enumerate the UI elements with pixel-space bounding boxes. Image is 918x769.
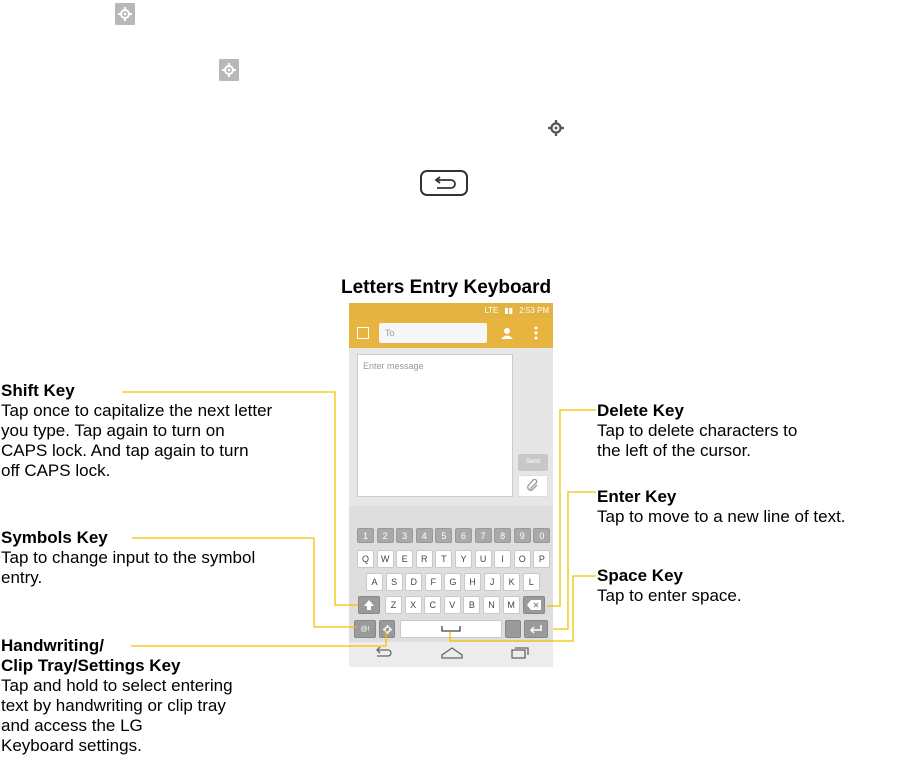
number-key[interactable]: 3 <box>396 528 414 543</box>
delete-leader <box>547 409 596 607</box>
punctuation-key[interactable] <box>505 620 521 638</box>
letter-key[interactable]: A <box>366 573 383 591</box>
delete-key[interactable] <box>523 596 545 614</box>
letter-key[interactable]: Y <box>455 550 472 568</box>
letter-key[interactable]: O <box>513 550 531 568</box>
attach-icon[interactable] <box>518 475 548 497</box>
shift-key-desc-4: off CAPS lock. <box>1 461 111 480</box>
letter-key[interactable]: U <box>474 550 492 568</box>
figure-title: Letters Entry Keyboard <box>341 277 552 298</box>
enter-key[interactable] <box>524 620 548 638</box>
symbols-key-desc-1: Tap to change input to the symbol <box>1 548 256 567</box>
settings-gear-icon <box>115 3 135 25</box>
handwriting-key-desc-1: Tap and hold to select entering <box>1 676 233 695</box>
letter-key[interactable]: K <box>503 573 521 591</box>
enter-key-desc-1: Tap to move to a new line of text. <box>597 507 846 526</box>
letter-key[interactable]: W <box>376 550 394 568</box>
settings-gear-icon <box>546 118 566 138</box>
space-key-title: Space Key <box>597 566 683 585</box>
number-key[interactable]: 4 <box>415 528 433 543</box>
shift-key-desc-1: Tap once to capitalize the next letter <box>1 401 273 420</box>
number-key[interactable]: 1 <box>357 528 374 543</box>
number-key[interactable]: 7 <box>474 528 492 543</box>
letter-key[interactable]: S <box>385 573 403 591</box>
letter-key[interactable]: P <box>533 550 551 568</box>
letter-key[interactable]: V <box>443 596 461 614</box>
letter-key[interactable]: D <box>405 573 423 591</box>
letter-key[interactable]: Z <box>385 596 402 614</box>
number-key[interactable]: 0 <box>533 528 551 543</box>
shift-key-callout: Shift Key Tap once to capitalize the nex… <box>1 381 272 481</box>
contact-icon[interactable] <box>501 326 513 339</box>
shift-key[interactable] <box>358 596 380 614</box>
letter-key[interactable]: T <box>435 550 453 568</box>
settings-gear-icon <box>219 59 239 81</box>
letter-key[interactable]: M <box>502 596 520 614</box>
shift-key-desc-2: you type. Tap again to turn on <box>1 421 225 440</box>
handwriting-key-desc-4: Keyboard settings. <box>1 736 142 755</box>
handwriting-key-desc-3: and access the LG <box>1 716 143 735</box>
symbols-key[interactable]: @! <box>354 620 376 638</box>
handwriting-key-callout: Handwriting/ Clip Tray/Settings Key Tap … <box>1 636 233 756</box>
letter-key[interactable]: N <box>483 596 500 614</box>
grid-icon[interactable] <box>357 327 369 339</box>
clock: 2:53 PM <box>519 306 549 315</box>
shift-key-desc-3: CAPS lock. And tap again to turn <box>1 441 249 460</box>
symbols-key-desc-2: entry. <box>1 568 43 587</box>
space-key-desc-1: Tap to enter space. <box>597 586 742 605</box>
more-options-icon[interactable] <box>534 326 538 340</box>
enter-key-callout: Enter Key Tap to move to a new line of t… <box>597 487 846 527</box>
handwriting-key-title-1: Handwriting/ <box>1 636 104 655</box>
letter-key[interactable]: G <box>444 573 462 591</box>
back-icon[interactable] <box>373 646 393 664</box>
space-key-callout: Space Key Tap to enter space. <box>597 566 742 606</box>
handwriting-clip-settings-key[interactable] <box>379 620 395 638</box>
symbols-key-title: Symbols Key <box>1 528 108 547</box>
letter-key[interactable]: Q <box>357 550 374 568</box>
letter-key[interactable]: R <box>415 550 433 568</box>
letter-key[interactable]: I <box>494 550 512 568</box>
to-field[interactable]: To <box>379 323 487 343</box>
number-key[interactable]: 9 <box>513 528 531 543</box>
handwriting-key-desc-2: text by handwriting or clip tray <box>1 696 226 715</box>
nav-bar <box>349 642 553 667</box>
letter-key[interactable]: B <box>463 596 481 614</box>
letter-key[interactable]: E <box>396 550 414 568</box>
number-key[interactable]: 2 <box>376 528 394 543</box>
letter-key[interactable]: J <box>483 573 501 591</box>
network-label: LTE <box>484 306 499 315</box>
letter-key[interactable]: X <box>404 596 422 614</box>
shift-key-title: Shift Key <box>1 381 75 400</box>
recent-apps-icon[interactable] <box>511 646 529 664</box>
message-input[interactable]: Enter message <box>357 354 513 497</box>
delete-key-title: Delete Key <box>597 401 684 420</box>
delete-key-desc-1: Tap to delete characters to <box>597 421 798 440</box>
space-key[interactable] <box>400 620 502 638</box>
home-icon[interactable] <box>441 646 463 664</box>
number-key[interactable]: 5 <box>435 528 453 543</box>
enter-leader <box>553 491 596 630</box>
symbols-key-callout: Symbols Key Tap to change input to the s… <box>1 528 255 588</box>
status-bar: LTE ▮▮ 2:53 PM <box>349 303 553 318</box>
letter-key[interactable]: L <box>522 573 540 591</box>
enter-key-title: Enter Key <box>597 487 677 506</box>
send-button[interactable]: Send <box>518 454 548 471</box>
delete-key-desc-2: the left of the cursor. <box>597 441 752 460</box>
letter-key[interactable]: H <box>464 573 481 591</box>
delete-key-callout: Delete Key Tap to delete characters to t… <box>597 401 797 461</box>
number-key[interactable]: 6 <box>455 528 472 543</box>
number-key[interactable]: 8 <box>494 528 512 543</box>
handwriting-key-title-2: Clip Tray/Settings Key <box>1 656 181 675</box>
messaging-app-bar: To <box>349 318 553 348</box>
back-key-icon <box>420 170 468 196</box>
letter-key[interactable]: C <box>424 596 442 614</box>
letter-key[interactable]: F <box>424 573 442 591</box>
signal-icon: ▮▮ <box>504 306 514 315</box>
